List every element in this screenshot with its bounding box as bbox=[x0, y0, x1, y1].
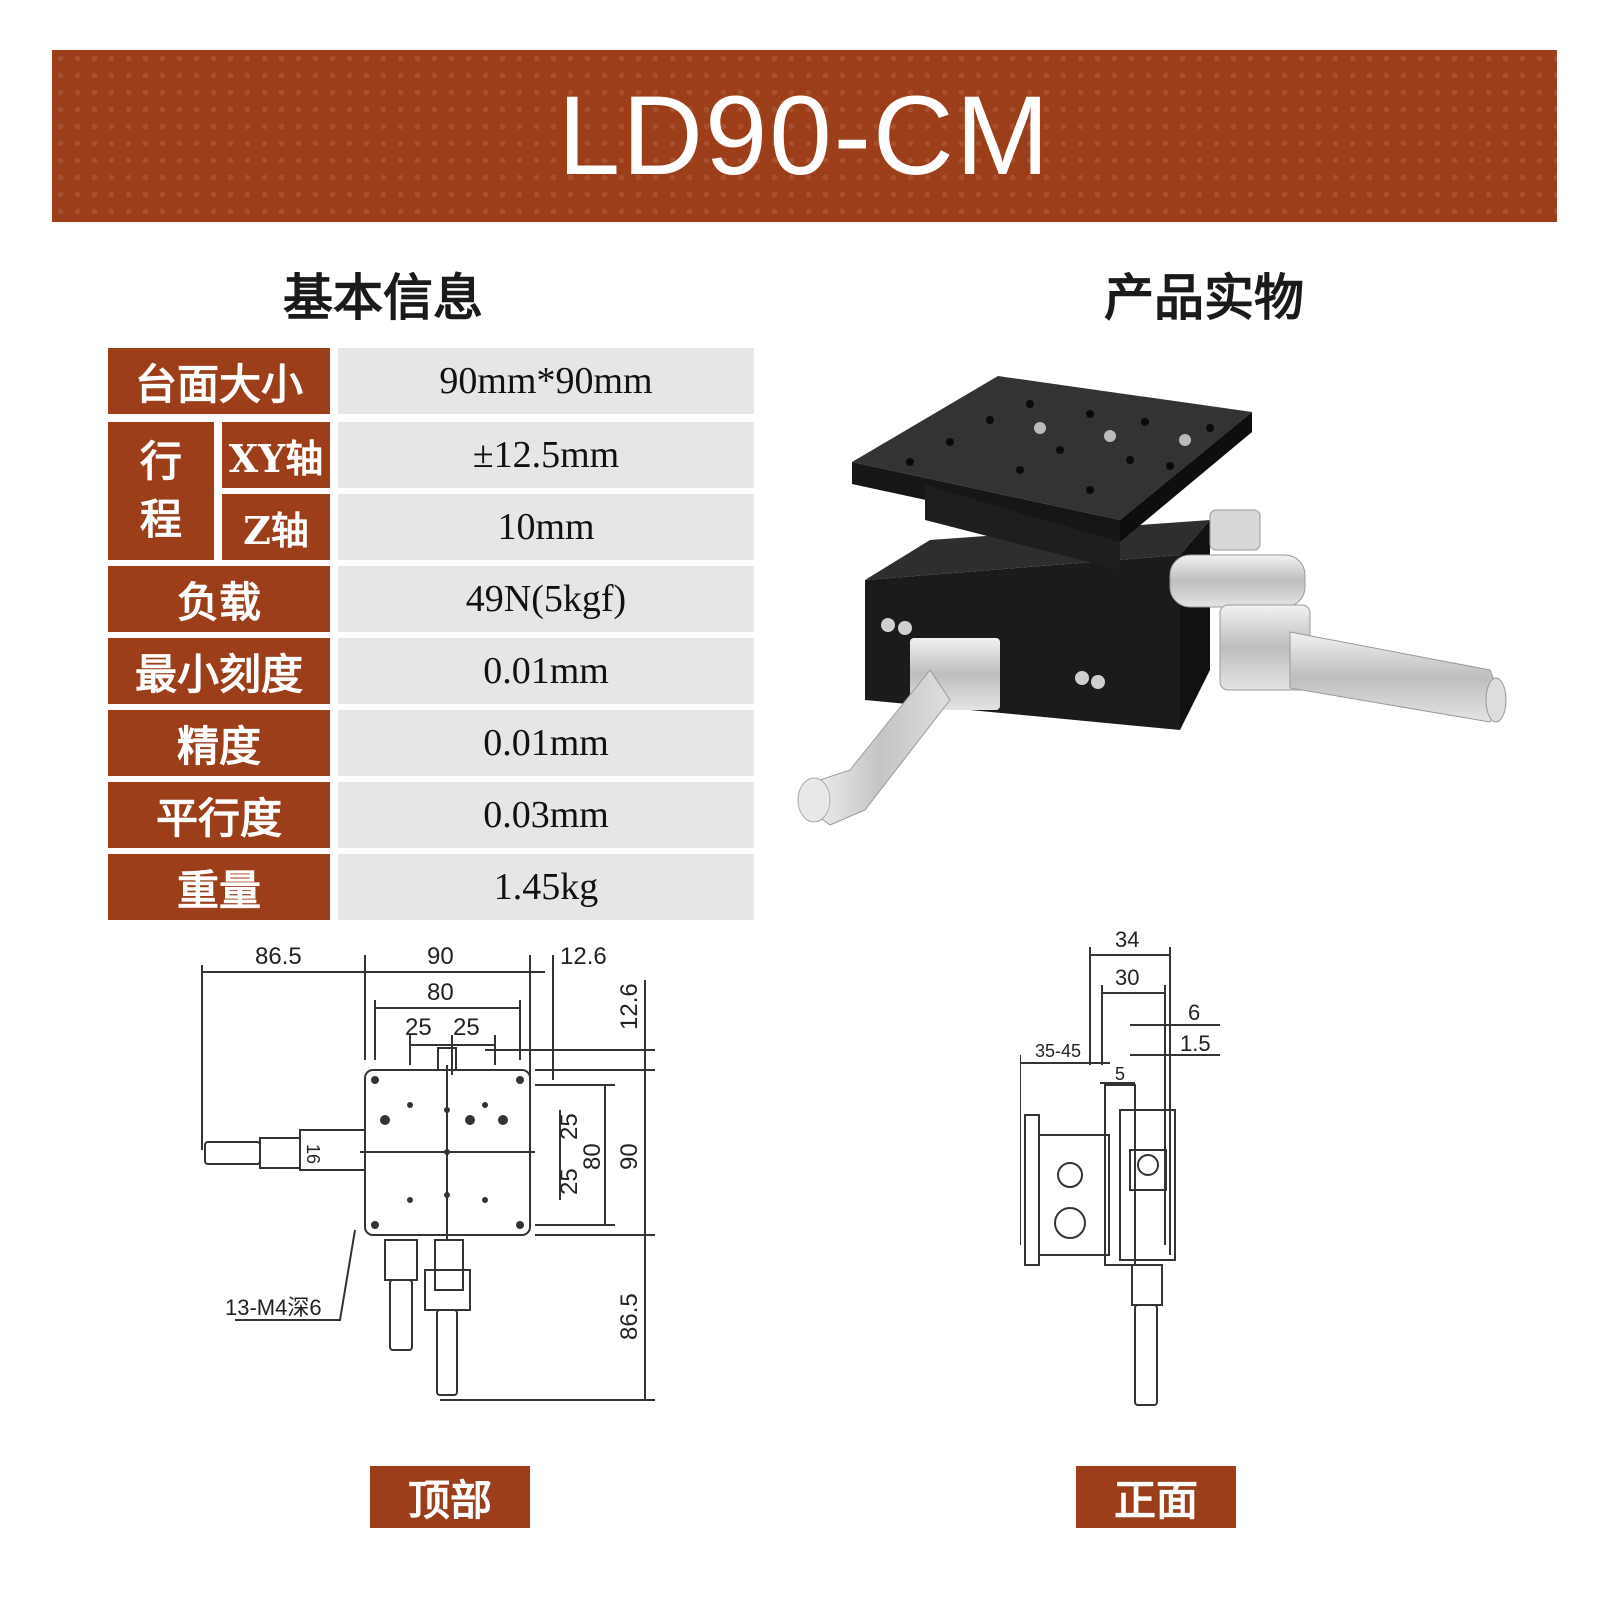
spec-label-xy-axis: XY轴 bbox=[222, 422, 330, 488]
front-dim-34: 34 bbox=[1115, 927, 1139, 952]
dim-v-top-12-6: 12.6 bbox=[616, 983, 643, 1030]
spec-label-load: 负载 bbox=[108, 566, 330, 632]
spec-label-min-scale: 最小刻度 bbox=[108, 638, 330, 704]
front-dim-range: 35-45 bbox=[1035, 1041, 1081, 1061]
dim-inner-80: 80 bbox=[427, 979, 454, 1006]
dim-half-a-25: 25 bbox=[405, 1014, 432, 1041]
dim-v-b-25: 25 bbox=[556, 1168, 583, 1195]
product-photo-heading: 产品实物 bbox=[1104, 269, 1304, 327]
travel-label-line2: 程 bbox=[139, 495, 182, 544]
spec-label-accuracy: 精度 bbox=[108, 710, 330, 776]
dim-knob-16: 16 bbox=[303, 1144, 323, 1164]
spec-value-xy-axis: ±12.5mm bbox=[338, 422, 754, 488]
spec-value-load: 49N(5kgf) bbox=[338, 566, 754, 632]
spec-label-z-axis: Z轴 bbox=[222, 494, 330, 560]
travel-label-line1: 行 bbox=[139, 437, 182, 486]
dim-v-bottom-86-5: 86.5 bbox=[616, 1293, 643, 1340]
dim-left-86-5: 86.5 bbox=[255, 943, 302, 970]
spec-value-z-axis: 10mm bbox=[338, 494, 754, 560]
hole-note: 13-M4深6 bbox=[225, 1295, 322, 1320]
front-dim-5: 5 bbox=[1115, 1064, 1125, 1084]
dim-v-inner-80: 80 bbox=[579, 1143, 606, 1170]
spec-label-table-size: 台面大小 bbox=[108, 348, 330, 414]
spec-value-table-size: 90mm*90mm bbox=[338, 348, 754, 414]
dim-half-b-25: 25 bbox=[453, 1014, 480, 1041]
basic-info-heading: 基本信息 bbox=[283, 269, 483, 327]
front-dim-30: 30 bbox=[1115, 965, 1139, 990]
dim-right-12-6: 12.6 bbox=[560, 943, 607, 970]
spec-value-weight: 1.45kg bbox=[338, 854, 754, 920]
dim-width-90: 90 bbox=[427, 943, 454, 970]
front-view-tag: 正面 bbox=[1076, 1466, 1236, 1528]
dim-v-a-25: 25 bbox=[556, 1113, 583, 1140]
top-view-drawing: 86.5 90 12.6 80 25 25 12.6 25 25 80 90 8… bbox=[201, 943, 655, 1401]
spec-value-accuracy: 0.01mm bbox=[338, 710, 754, 776]
spec-label-weight: 重量 bbox=[108, 854, 330, 920]
spec-value-min-scale: 0.01mm bbox=[338, 638, 754, 704]
spec-label-parallelism: 平行度 bbox=[108, 782, 330, 848]
product-photo bbox=[797, 376, 1507, 826]
dim-v-total-90: 90 bbox=[616, 1143, 643, 1170]
spec-label-travel: 行 程 bbox=[108, 422, 214, 560]
title-banner: LD90-CM bbox=[52, 50, 1557, 222]
top-view-tag: 顶部 bbox=[370, 1466, 530, 1528]
front-view-drawing: 34 30 6 1.5 35-45 5 bbox=[1020, 927, 1220, 1406]
front-dim-6: 6 bbox=[1188, 1000, 1200, 1025]
spec-value-parallelism: 0.03mm bbox=[338, 782, 754, 848]
product-model-title: LD90-CM bbox=[557, 73, 1052, 198]
front-dim-1-5: 1.5 bbox=[1180, 1031, 1211, 1056]
